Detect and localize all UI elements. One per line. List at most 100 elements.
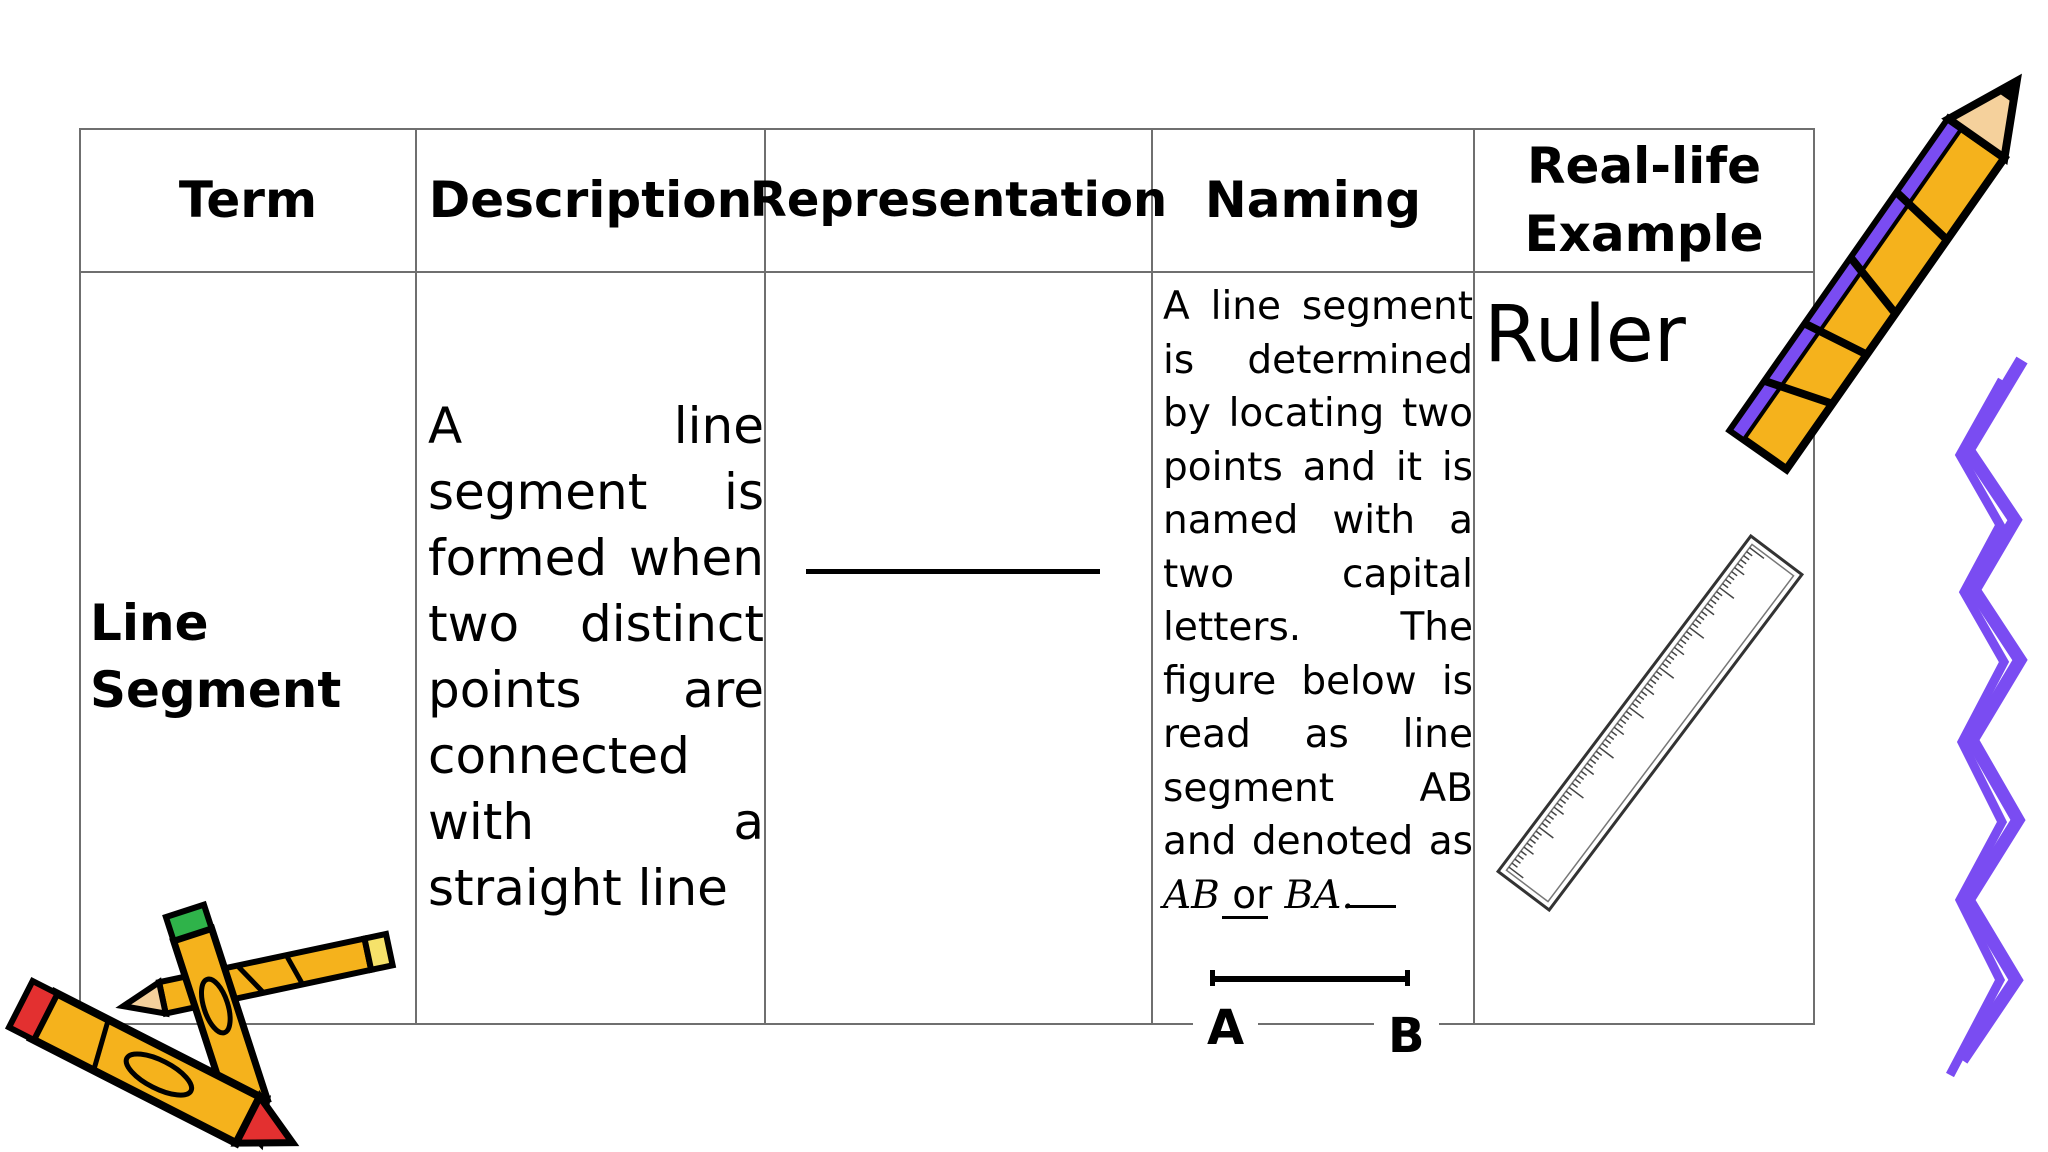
ruler-tick	[1737, 562, 1744, 569]
ruler-tick	[1667, 654, 1675, 661]
ruler-tick	[1574, 778, 1582, 785]
header-example: Real-life Example	[1524, 137, 1764, 263]
ruler-tick	[1670, 650, 1678, 657]
ruler-tick	[1728, 574, 1735, 581]
ruler-tick	[1704, 606, 1715, 616]
ruler-tick	[1544, 818, 1552, 824]
ruler-tick	[1634, 698, 1642, 705]
point-a-label: A	[1193, 1000, 1259, 1056]
ruler-tick	[1523, 846, 1534, 855]
ruler-tick	[1664, 658, 1672, 665]
grid-header-divider	[80, 271, 1814, 273]
ruler-tick	[1607, 734, 1615, 741]
ruler-tick	[1734, 566, 1745, 576]
naming-text: A line segment is determined by locating…	[1163, 284, 1473, 864]
ruler-tick	[1577, 774, 1585, 781]
grid-col-0	[79, 128, 81, 1025]
ruler-tick	[1583, 766, 1595, 776]
ruler-tick	[1514, 858, 1521, 864]
ruler-tick	[1676, 642, 1684, 649]
ruler-tick	[1731, 570, 1738, 577]
naming-bar-ab	[1222, 916, 1268, 919]
representation-line-segment	[806, 569, 1100, 574]
ruler-tick	[1719, 586, 1735, 599]
ruler-tick	[1616, 722, 1624, 729]
example-cell: Ruler	[1484, 290, 1686, 380]
purple-zigzag	[1956, 356, 2028, 1064]
ruler-tick	[1547, 814, 1555, 820]
ruler-tick	[1749, 547, 1765, 560]
ruler-tick	[1538, 826, 1554, 839]
ruler-tick	[1601, 742, 1609, 749]
grid-col-5	[1813, 128, 1815, 1025]
ruler-tick	[1529, 838, 1536, 844]
ruler-tick	[1550, 810, 1558, 816]
ruler-tick	[1688, 626, 1705, 639]
ruler-tick	[1592, 754, 1600, 761]
header-term: Term	[178, 170, 318, 229]
ruler-tick	[1710, 598, 1717, 605]
ruler-tick	[1571, 782, 1579, 789]
header-representation: Representation	[749, 172, 1168, 229]
ruler-tick	[1568, 786, 1584, 799]
naming-symbol-ba: BA.	[1284, 872, 1354, 918]
header-naming: Naming	[1204, 170, 1422, 229]
purple-zigzag-inner	[1946, 377, 2010, 1078]
ruler-tick	[1655, 670, 1663, 677]
ruler-tick	[1646, 682, 1654, 689]
ruler-tick	[1746, 551, 1753, 557]
grid-col-4	[1473, 128, 1475, 1025]
ruler-tick	[1562, 794, 1570, 801]
ruler-tick	[1508, 866, 1524, 879]
ruler-tick	[1685, 630, 1693, 637]
ruler-tick	[1520, 850, 1527, 856]
ruler-tick	[1631, 702, 1639, 709]
ruler-tick	[1610, 730, 1618, 737]
segment-ab-tick-left	[1210, 970, 1215, 986]
ruler-tick	[1589, 758, 1597, 765]
ruler-tick	[1604, 738, 1612, 745]
ruler-tick	[1595, 750, 1603, 757]
ruler-tick	[1694, 618, 1702, 625]
ruler-tick	[1658, 666, 1675, 679]
ruler-tick	[1661, 662, 1669, 669]
naming-cell: A line segment is determined by locating…	[1163, 280, 1473, 922]
naming-or: or	[1232, 872, 1273, 918]
ruler-tick	[1649, 678, 1657, 685]
ruler-tick	[1532, 834, 1539, 840]
ruler-tick	[1713, 594, 1720, 601]
ruler-tick	[1565, 790, 1573, 797]
ruler-tick	[1511, 862, 1518, 868]
ruler-tick	[1535, 830, 1542, 836]
ruler-tick	[1517, 854, 1524, 860]
ruler-tick	[1740, 559, 1747, 565]
grid-col-2	[764, 128, 766, 1025]
ruler-tick	[1619, 718, 1627, 725]
ruler-tick	[1541, 822, 1549, 828]
header-description: Description	[428, 170, 753, 229]
ruler-tick	[1652, 674, 1660, 681]
ruler-tick	[1682, 634, 1690, 641]
grid-bottom	[80, 1023, 1814, 1025]
ruler-tick	[1586, 762, 1594, 769]
ruler-tick	[1628, 706, 1645, 719]
ruler-tick	[1643, 686, 1655, 696]
ruler-tick	[1625, 710, 1633, 717]
segment-ab-figure	[1210, 976, 1410, 982]
ruler-tick	[1743, 555, 1750, 561]
ruler-tick	[1553, 806, 1565, 816]
ruler-tick	[1722, 582, 1729, 589]
term-cell: Line Segment	[90, 593, 342, 720]
grid-col-3	[1151, 128, 1153, 1025]
naming-bar-ba	[1346, 905, 1396, 908]
ruler-tick	[1559, 798, 1567, 805]
ruler-tick	[1556, 802, 1564, 809]
ruler-tick	[1701, 610, 1708, 617]
grid-col-1	[415, 128, 417, 1025]
ruler-tick	[1673, 646, 1685, 656]
ruler-tick	[1691, 622, 1699, 629]
ruler-tick	[1707, 602, 1714, 609]
description-cell: A line segment is formed when two distin…	[428, 397, 764, 917]
ruler-tick	[1613, 726, 1625, 736]
ruler-tick	[1598, 746, 1614, 759]
